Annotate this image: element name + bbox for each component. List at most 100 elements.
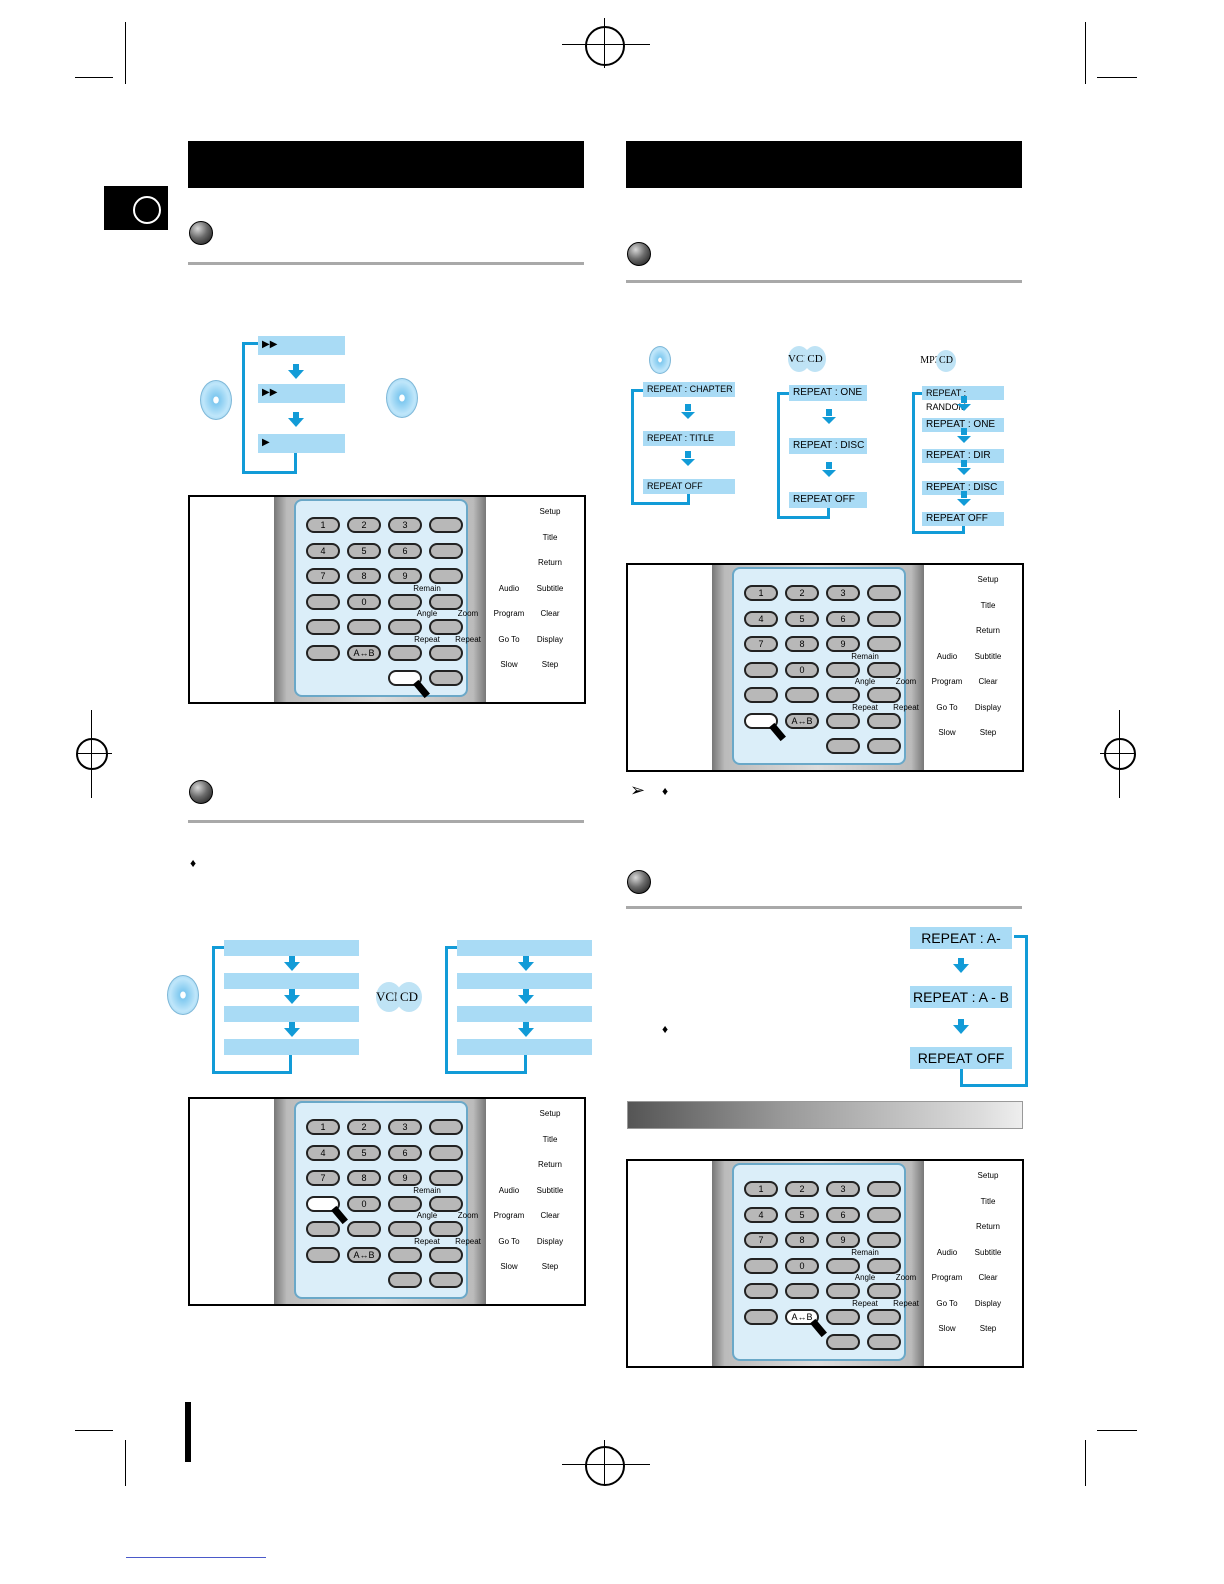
remote-key-digit-8[interactable]: 9 [826, 1232, 860, 1248]
remote-key-audio[interactable] [388, 593, 422, 610]
remote-key-step[interactable] [867, 738, 901, 754]
remote-key-goto[interactable] [826, 712, 860, 729]
remote-key-digit-2[interactable]: 3 [388, 517, 422, 533]
remote-key-digit-5[interactable]: 6 [826, 610, 860, 627]
remote-key-return[interactable] [867, 636, 901, 652]
remote-key-digit-7[interactable]: 8 [785, 636, 819, 652]
remote-key-remain[interactable] [744, 661, 778, 678]
remote-key-digit-2[interactable]: 3 [388, 1119, 422, 1135]
remote-key-audio[interactable] [826, 1257, 860, 1274]
remote-key-repeat_ab[interactable]: A↔B [347, 644, 381, 661]
remote-key-subtitle[interactable] [429, 593, 463, 610]
remote-key-clear[interactable] [429, 1221, 463, 1237]
remote-key-remain[interactable] [306, 1195, 340, 1212]
remote-key-goto[interactable] [388, 1246, 422, 1263]
remote-key-angle[interactable] [306, 619, 340, 635]
remote-key-digit-3[interactable]: 4 [306, 542, 340, 559]
remote-key-digit-1[interactable]: 2 [785, 1181, 819, 1197]
remote-key-clear[interactable] [867, 1283, 901, 1299]
remote-key-digit-7[interactable]: 8 [347, 568, 381, 584]
remote-key-digit-0[interactable]: 1 [306, 517, 340, 533]
remote-key-step[interactable] [867, 1334, 901, 1350]
remote-key-digit-8[interactable]: 9 [388, 568, 422, 584]
remote-key-clear[interactable] [429, 619, 463, 635]
remote-key-repeat[interactable] [306, 1246, 340, 1263]
remote-key-repeat_ab[interactable]: A↔B [785, 1308, 819, 1325]
remote-key-digit-6[interactable]: 7 [306, 568, 340, 584]
remote-key-digit-0[interactable]: 1 [744, 1181, 778, 1197]
remote-key-audio[interactable] [388, 1195, 422, 1212]
remote-key-digit-2[interactable]: 3 [826, 585, 860, 601]
remote-key-digit-1[interactable]: 2 [347, 1119, 381, 1135]
remote-key-step[interactable] [429, 670, 463, 686]
remote-key-zoom[interactable] [347, 619, 381, 635]
remote-key-digit-4[interactable]: 5 [785, 1206, 819, 1223]
remote-key-title[interactable] [867, 610, 901, 627]
remote-key-remain[interactable] [306, 593, 340, 610]
remote-key-digit-3[interactable]: 4 [306, 1144, 340, 1161]
remote-key-digit-0[interactable]: 1 [306, 1119, 340, 1135]
remote-key-display[interactable] [867, 712, 901, 729]
remote-key-goto[interactable] [388, 644, 422, 661]
remote-key-setup[interactable] [429, 1119, 463, 1135]
remote-key-digit-5[interactable]: 6 [388, 542, 422, 559]
remote-key-return[interactable] [429, 568, 463, 584]
remote-key-repeat_ab[interactable]: A↔B [347, 1246, 381, 1263]
remote-key-digit-1[interactable]: 2 [785, 585, 819, 601]
remote-key-subtitle[interactable] [867, 661, 901, 678]
remote-key-digit-6[interactable]: 7 [744, 1232, 778, 1248]
remote-key-repeat[interactable] [744, 712, 778, 729]
remote-key-remain[interactable] [744, 1257, 778, 1274]
remote-key-angle[interactable] [744, 1283, 778, 1299]
remote-key-display[interactable] [429, 644, 463, 661]
remote-key-angle[interactable] [744, 687, 778, 703]
remote-key-digit-9[interactable]: 0 [347, 593, 381, 610]
remote-key-repeat_ab[interactable]: A↔B [785, 712, 819, 729]
remote-key-subtitle[interactable] [867, 1257, 901, 1274]
remote-key-digit-8[interactable]: 9 [388, 1170, 422, 1186]
remote-key-return[interactable] [429, 1170, 463, 1186]
remote-key-digit-7[interactable]: 8 [347, 1170, 381, 1186]
remote-key-digit-1[interactable]: 2 [347, 517, 381, 533]
remote-key-subtitle[interactable] [429, 1195, 463, 1212]
remote-key-step[interactable] [429, 1272, 463, 1288]
remote-key-digit-6[interactable]: 7 [744, 636, 778, 652]
remote-key-clear[interactable] [867, 687, 901, 703]
remote-key-digit-4[interactable]: 5 [347, 542, 381, 559]
remote-key-slow[interactable] [826, 1334, 860, 1350]
remote-key-program[interactable] [388, 619, 422, 635]
remote-key-display[interactable] [867, 1308, 901, 1325]
remote-key-goto[interactable] [826, 1308, 860, 1325]
remote-key-digit-3[interactable]: 4 [744, 610, 778, 627]
remote-key-repeat[interactable] [306, 644, 340, 661]
remote-key-digit-7[interactable]: 8 [785, 1232, 819, 1248]
remote-key-zoom[interactable] [785, 1283, 819, 1299]
remote-key-zoom[interactable] [785, 687, 819, 703]
remote-key-slow[interactable] [388, 670, 422, 686]
remote-key-digit-0[interactable]: 1 [744, 585, 778, 601]
remote-key-program[interactable] [826, 1283, 860, 1299]
remote-key-digit-9[interactable]: 0 [785, 661, 819, 678]
remote-key-digit-8[interactable]: 9 [826, 636, 860, 652]
remote-key-program[interactable] [388, 1221, 422, 1237]
remote-key-digit-4[interactable]: 5 [347, 1144, 381, 1161]
remote-key-repeat[interactable] [744, 1308, 778, 1325]
remote-key-digit-2[interactable]: 3 [826, 1181, 860, 1197]
remote-key-slow[interactable] [388, 1272, 422, 1288]
remote-key-audio[interactable] [826, 661, 860, 678]
remote-key-setup[interactable] [867, 1181, 901, 1197]
remote-key-zoom[interactable] [347, 1221, 381, 1237]
remote-key-program[interactable] [826, 687, 860, 703]
remote-key-setup[interactable] [867, 585, 901, 601]
remote-key-return[interactable] [867, 1232, 901, 1248]
remote-key-setup[interactable] [429, 517, 463, 533]
remote-key-angle[interactable] [306, 1221, 340, 1237]
remote-key-slow[interactable] [826, 738, 860, 754]
remote-key-digit-5[interactable]: 6 [388, 1144, 422, 1161]
remote-key-digit-4[interactable]: 5 [785, 610, 819, 627]
remote-key-title[interactable] [429, 542, 463, 559]
remote-key-display[interactable] [429, 1246, 463, 1263]
remote-key-title[interactable] [867, 1206, 901, 1223]
remote-key-digit-9[interactable]: 0 [347, 1195, 381, 1212]
remote-key-title[interactable] [429, 1144, 463, 1161]
